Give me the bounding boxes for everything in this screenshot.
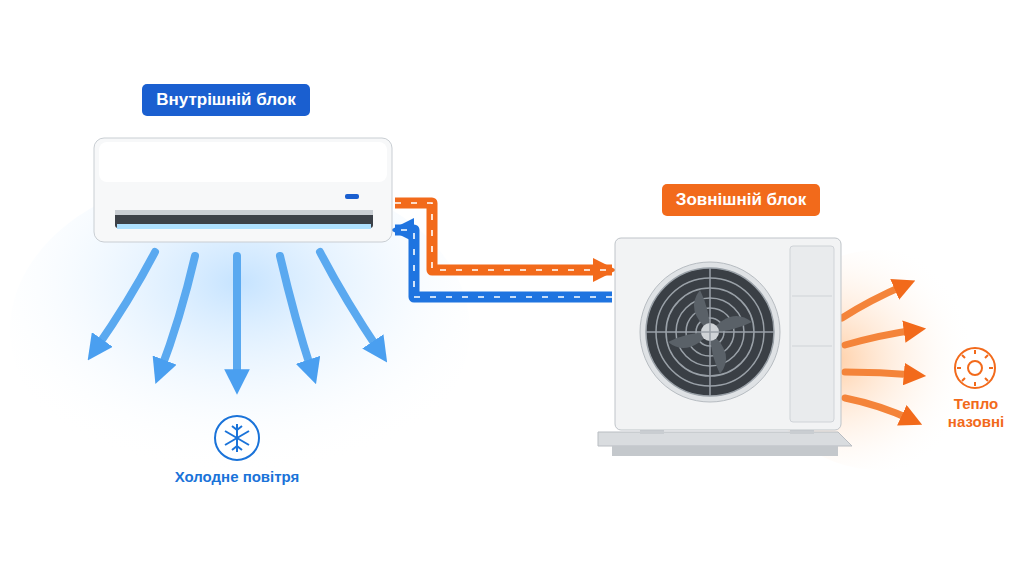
indoor-unit	[93, 136, 395, 244]
flow-dashes	[395, 203, 612, 270]
unit-badge: Внутрішній блок	[142, 84, 310, 116]
heat-out-label: Тепло назовні	[935, 395, 1017, 431]
outdoor-unit	[612, 236, 848, 434]
indoor-unit-node: Внутрішній блок	[93, 84, 395, 244]
refrigerant-pipe	[395, 230, 612, 297]
flow-dashes	[395, 230, 612, 297]
refrigerant-pipe	[395, 203, 612, 270]
outdoor-unit-node: Зовнішній блок	[612, 184, 848, 434]
unit-badge: Зовнішній блок	[662, 184, 820, 216]
cold-air-label: Холодне повітря	[137, 468, 337, 486]
